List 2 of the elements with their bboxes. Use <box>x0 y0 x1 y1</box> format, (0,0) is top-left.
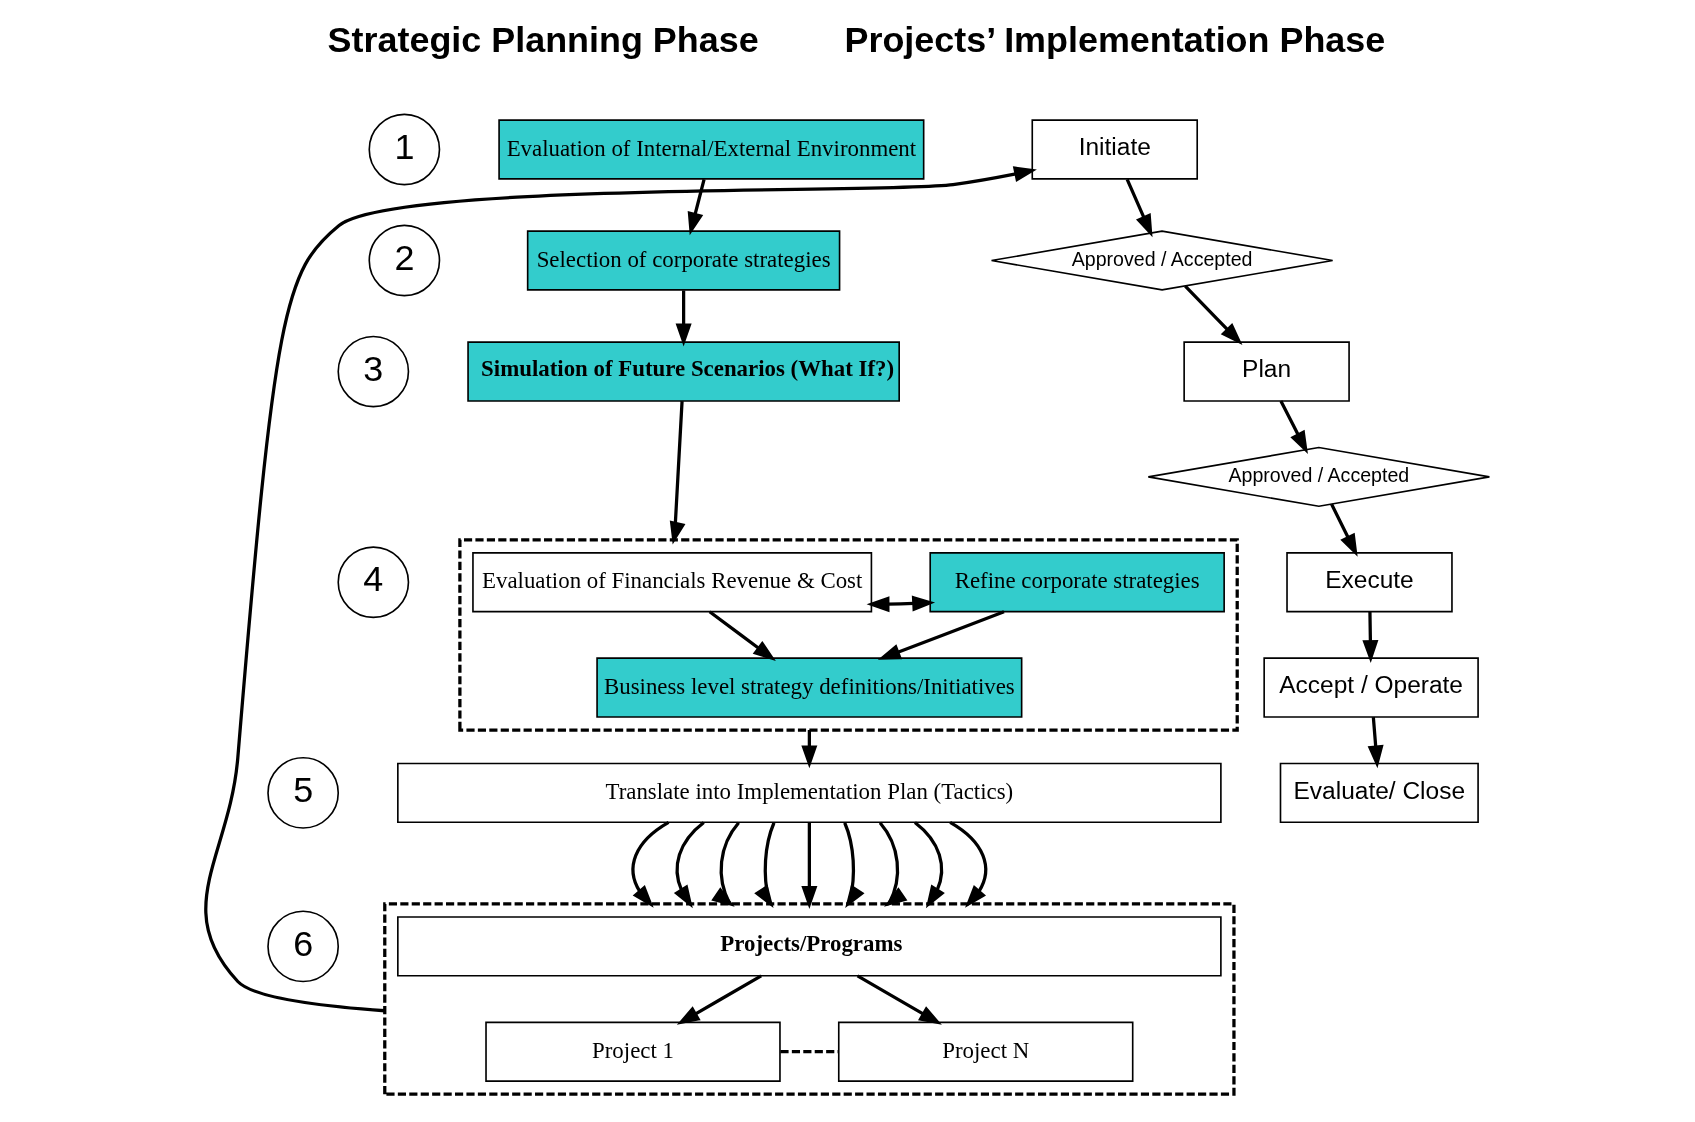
label: Projects’ Implementation Phase <box>844 18 1386 60</box>
label: Strategic Planning Phase <box>327 18 759 60</box>
